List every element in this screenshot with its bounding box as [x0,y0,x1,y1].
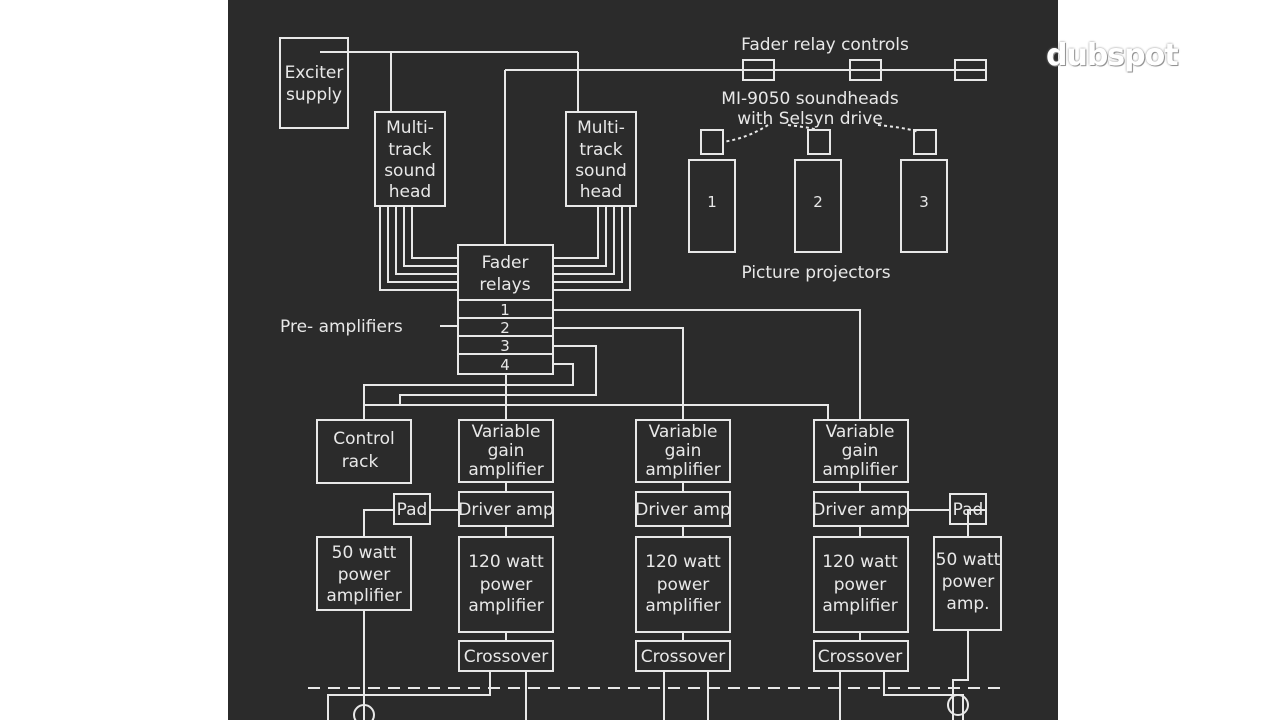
picture-projectors-label: Picture projectors [741,263,890,283]
projector-3 [900,159,948,253]
projector-num-2: 2 [813,193,823,211]
soundhead-1 [700,129,724,155]
vga-3-label-3: amplifier [822,460,897,480]
fader-control-1 [742,59,775,81]
exciter-label-2: supply [286,85,342,105]
block-diagram: Fader relay controls MI-9050 soundheads … [279,35,1008,720]
fader-relay-controls-label: Fader relay controls [741,35,909,55]
pa120-3-label-1: 120 watt [822,552,898,572]
control-rack-label-2: rack [342,452,379,472]
driver-amp-1: Driver amp [458,500,553,520]
mt-left-1: Multi- [386,118,434,138]
pa50-right-label-1: 50 watt [936,550,1001,570]
pa120-3-label-2: power [834,575,887,595]
mt-left-3: sound [384,161,436,181]
exciter-supply-box [279,37,349,129]
projector-2 [794,159,842,253]
vga-2-label-1: Variable [649,422,718,442]
mt-right-1: Multi- [577,118,625,138]
pa120-1-label-3: amplifier [468,596,543,616]
vga-2-label-3: amplifier [645,460,720,480]
mt-right-2: track [579,140,622,160]
fader-relays-label-1: Fader [482,253,529,273]
fader-control-2 [849,59,882,81]
vga-1-label-1: Variable [472,422,541,442]
crossover-2: Crossover [641,647,726,667]
driver-amp-3: Driver amp [812,500,907,520]
pa50-right-label-3: amp. [946,594,989,614]
vga-2-label-2: gain [665,441,702,461]
soundhead-2 [807,129,831,155]
projector-num-1: 1 [707,193,717,211]
mt-left-4: head [389,182,431,202]
preamp-num-3: 3 [500,337,510,355]
driver-amp-2: Driver amp [635,500,730,520]
pa120-1-label-1: 120 watt [468,552,544,572]
pa50-left-label-1: 50 watt [332,543,397,563]
preamp-num-4: 4 [500,356,510,374]
soundheads-label-1: MI-9050 soundheads [721,89,899,109]
pad-right-label: Pad [953,500,984,520]
crossover-3: Crossover [818,647,903,667]
vga-1-label-3: amplifier [468,460,543,480]
vga-1-label-2: gain [488,441,525,461]
preamp-num-2: 2 [500,319,510,337]
projector-num-3: 3 [919,193,929,211]
multitrack-head-left-box [374,111,446,207]
control-rack-box [316,419,412,484]
fader-relays-label-2: relays [479,275,530,295]
dubspot-logo: dubspot [1046,38,1179,73]
pa120-3-label-3: amplifier [822,596,897,616]
pa120-2-label-2: power [657,575,710,595]
exciter-label-1: Exciter [285,63,344,83]
pa120-2-label-1: 120 watt [645,552,721,572]
vga-3-label-1: Variable [826,422,895,442]
pa50-right-label-2: power [942,572,995,592]
pa50-left-label-2: power [338,565,391,585]
mt-left-2: track [388,140,431,160]
mt-right-3: sound [575,161,627,181]
control-rack-label-1: Control [333,429,394,449]
soundhead-3 [913,129,937,155]
projector-1 [688,159,736,253]
crossover-1: Crossover [464,647,549,667]
pa120-2-label-3: amplifier [645,596,720,616]
pad-left-label: Pad [397,500,428,520]
diagram-board: Fader relay controls MI-9050 soundheads … [228,0,1058,720]
pre-amplifiers-label: Pre- amplifiers [280,317,403,337]
fader-control-3 [954,59,987,81]
vga-3-label-2: gain [842,441,879,461]
pa50-left-label-3: amplifier [326,586,401,606]
mt-right-4: head [580,182,622,202]
pa120-1-label-2: power [480,575,533,595]
preamp-num-1: 1 [500,301,510,319]
soundheads-label-2: with Selsyn drive [737,109,883,129]
multitrack-head-right-box [565,111,637,207]
